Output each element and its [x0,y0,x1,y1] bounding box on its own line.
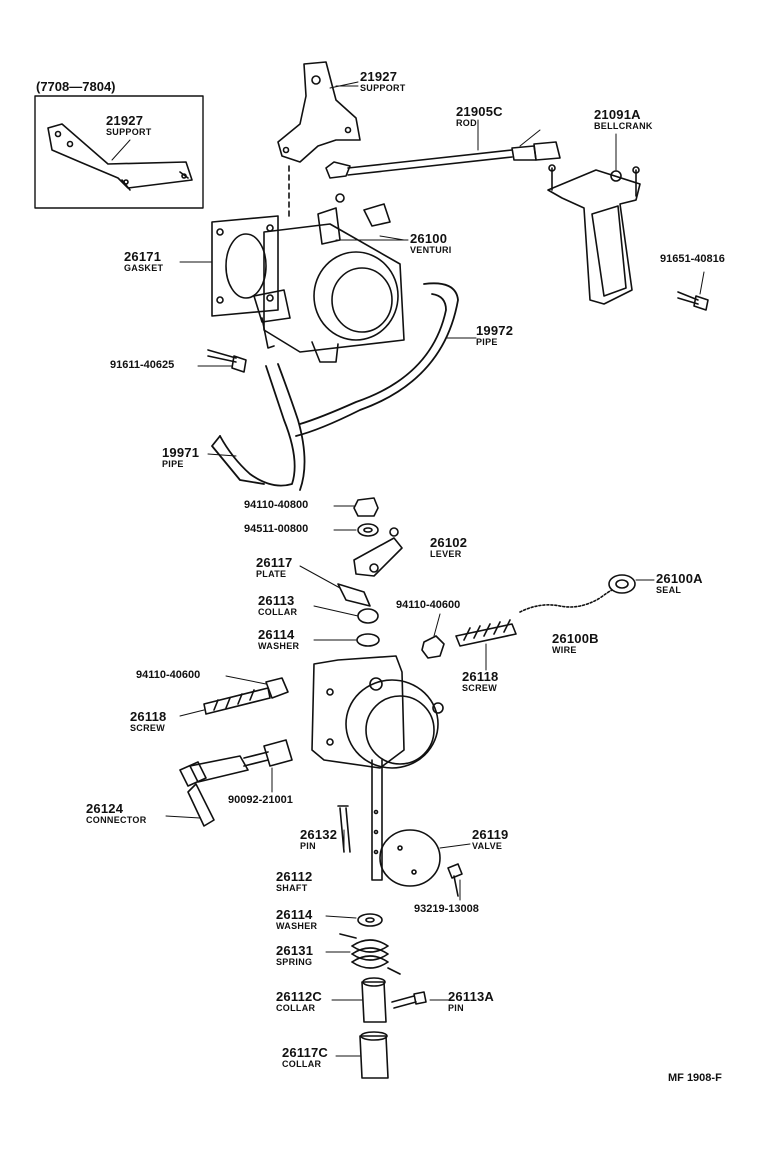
inset-part-name: SUPPORT [106,127,152,137]
screw-91651 [677,271,709,311]
callout-94511: 94511-00800 [244,523,309,535]
callout-91651: 91651-40816 [660,253,725,265]
screw-26118-left [179,675,289,717]
lower-stack [325,913,449,1079]
pipe-19971 [207,363,306,491]
screw-91611 [197,349,247,373]
inset-part-number: 21927 [106,113,144,128]
callout-94110-40600-a: 94110-40600 [396,599,461,611]
inset-callout: 21927 SUPPORT [106,114,152,137]
rod [325,119,561,179]
leader-lines [329,81,541,241]
inset-box [34,95,204,209]
pin-26132 [337,805,351,853]
inset-range: (7708—7804) [36,79,116,94]
connector [165,739,293,827]
seal-wire [519,574,655,613]
upper-stack [299,497,403,647]
callout-90092: 90092-21001 [228,794,293,806]
support-bracket [277,61,361,219]
pipe-19972 [295,282,477,437]
screw-93219 [447,863,463,901]
screw-26118-right [421,613,517,671]
bellcrank [547,133,641,305]
valve [379,829,471,887]
throttle-body [311,655,444,881]
callout-91611: 91611-40625 [110,359,175,371]
callout-93219: 93219-13008 [414,903,479,915]
venturi-body [253,193,409,363]
diagram-code: MF 1908-F [668,1072,722,1084]
callout-94110-40600-b: 94110-40600 [136,669,201,681]
callout-94110-40800: 94110-40800 [244,499,309,511]
